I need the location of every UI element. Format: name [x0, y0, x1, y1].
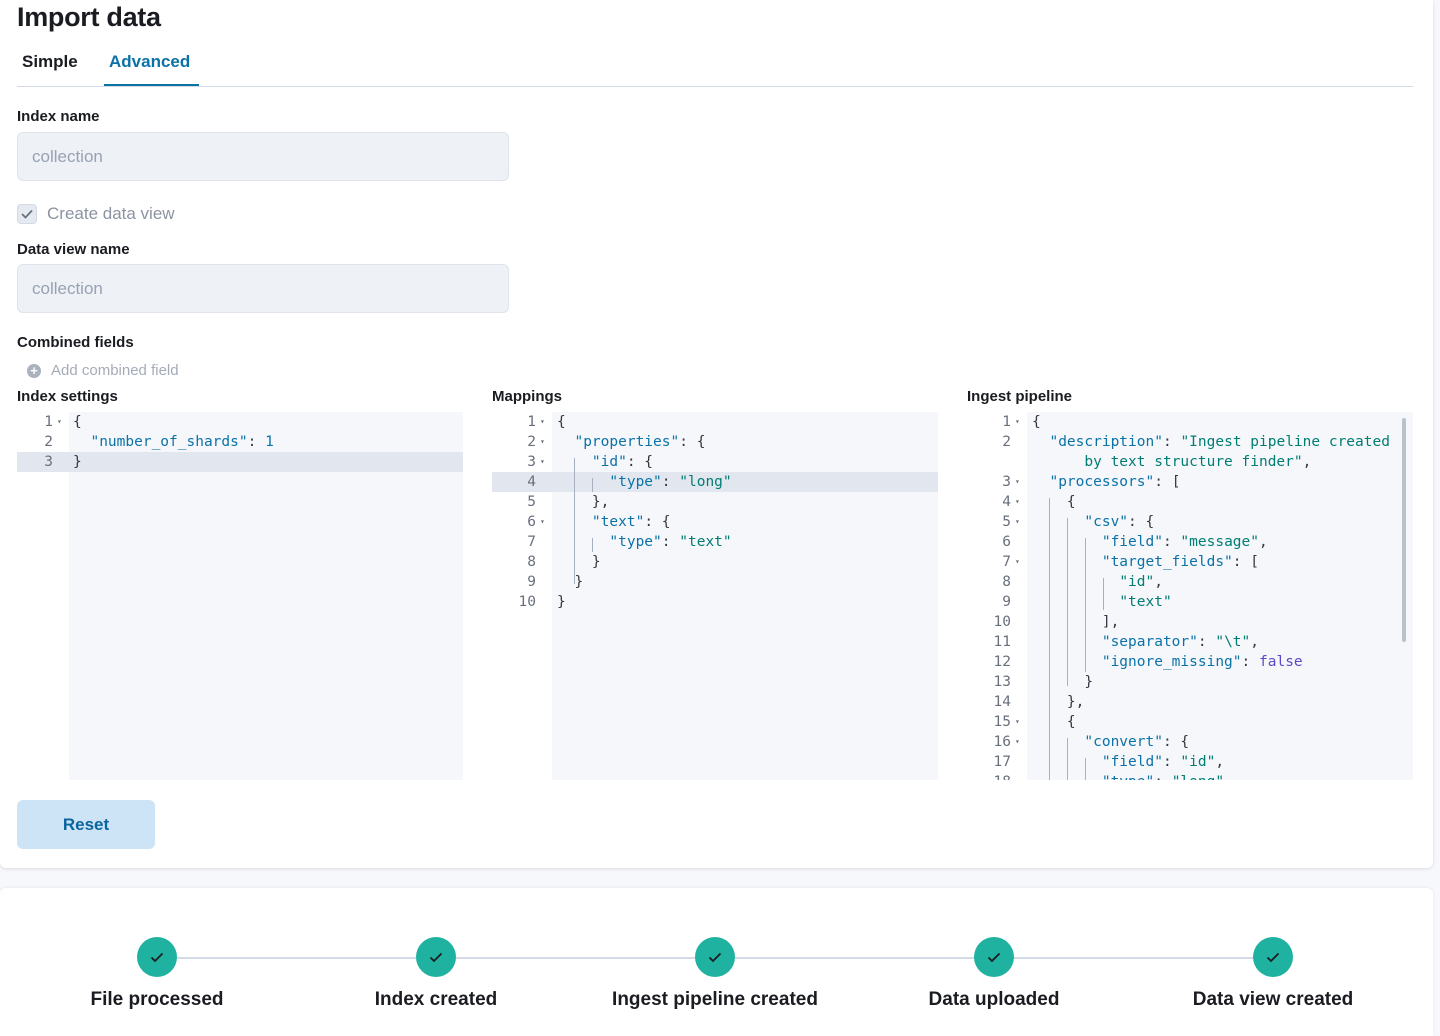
fold-arrow-icon[interactable]: ▾: [1015, 417, 1020, 426]
step-label: File processed: [90, 989, 224, 1010]
import-panel: Import data Simple Advanced Index name c…: [17, 2, 1413, 849]
step-data-view-created: Data view created: [1143, 937, 1403, 1011]
plus-circle-icon: +: [27, 363, 41, 378]
mappings-editor[interactable]: 1▾{ 2▾ "properties": { 3▾ "id": { 4 "typ…: [492, 412, 938, 780]
data-view-name-input[interactable]: collection: [17, 264, 509, 313]
step-index-created: Index created: [306, 937, 566, 1011]
editor-gutter: [17, 412, 69, 780]
step-complete-indicator: [1253, 937, 1293, 977]
check-icon: [21, 209, 33, 219]
step-complete-indicator: [137, 937, 177, 977]
create-data-view-row[interactable]: Create data view: [17, 204, 175, 224]
fold-arrow-icon[interactable]: ▾: [540, 417, 545, 426]
mappings-label: Mappings: [492, 388, 562, 405]
indent-guide: [592, 538, 593, 552]
add-combined-field-button[interactable]: + Add combined field: [27, 362, 179, 379]
fold-arrow-icon[interactable]: ▾: [1015, 557, 1020, 566]
index-settings-label: Index settings: [17, 388, 118, 405]
check-icon: [708, 952, 722, 962]
fold-arrow-icon[interactable]: ▾: [1015, 477, 1020, 486]
indent-guide: [1049, 498, 1050, 780]
fold-arrow-icon[interactable]: ▾: [1015, 717, 1020, 726]
create-data-view-checkbox[interactable]: [17, 204, 37, 224]
import-progress-steps: File processed Index created Ingest pipe…: [0, 888, 1433, 1036]
fold-arrow-icon[interactable]: ▾: [57, 417, 62, 426]
index-settings-editor[interactable]: 1▾{ 2 "number_of_shards": 1 3}: [17, 412, 463, 780]
fold-arrow-icon[interactable]: ▾: [1015, 497, 1020, 506]
check-icon: [150, 952, 164, 962]
indent-guide: [1085, 758, 1086, 780]
tab-bar: Simple Advanced: [17, 40, 1413, 87]
ingest-pipeline-label: Ingest pipeline: [967, 388, 1073, 405]
tab-advanced[interactable]: Advanced: [109, 52, 191, 71]
indent-guide: [1085, 538, 1086, 672]
check-icon: [1266, 952, 1280, 962]
step-label: Index created: [374, 989, 498, 1010]
combined-fields-label: Combined fields: [17, 334, 134, 351]
fold-arrow-icon[interactable]: ▾: [540, 457, 545, 466]
pipeline-scrollbar[interactable]: [1402, 418, 1406, 642]
indent-guide: [1067, 738, 1068, 780]
step-complete-indicator: [416, 937, 456, 977]
check-icon: [987, 952, 1001, 962]
ingest-pipeline-editor[interactable]: 1▾{ 2 "description": "Ingest pipeline cr…: [967, 412, 1413, 780]
add-combined-field-label: Add combined field: [51, 362, 179, 379]
step-complete-indicator: [695, 937, 735, 977]
editor-code-area[interactable]: [69, 412, 463, 780]
step-complete-indicator: [974, 937, 1014, 977]
step-label: Data view created: [1192, 989, 1354, 1010]
step-data-uploaded: Data uploaded: [864, 937, 1124, 1011]
index-name-label: Index name: [17, 108, 100, 125]
indent-guide: [574, 458, 575, 584]
indent-guide: [592, 478, 593, 492]
step-ingest-pipeline-created: Ingest pipeline created: [585, 937, 845, 1011]
editor-gutter: [967, 412, 1027, 780]
fold-arrow-icon[interactable]: ▾: [1015, 517, 1020, 526]
reset-button[interactable]: Reset: [17, 800, 155, 849]
step-label: Data uploaded: [928, 989, 1060, 1010]
page-title: Import data: [17, 2, 161, 32]
step-file-processed: File processed: [27, 937, 287, 1011]
indent-guide: [1103, 578, 1104, 610]
index-name-input[interactable]: collection: [17, 132, 509, 181]
create-data-view-label: Create data view: [47, 204, 175, 223]
fold-arrow-icon[interactable]: ▾: [1015, 737, 1020, 746]
data-view-name-label: Data view name: [17, 241, 130, 258]
check-icon: [429, 952, 443, 962]
step-label: Ingest pipeline created: [612, 989, 818, 1010]
active-tab-indicator: [104, 84, 199, 86]
fold-arrow-icon[interactable]: ▾: [540, 437, 545, 446]
indent-guide: [1067, 518, 1068, 686]
fold-arrow-icon[interactable]: ▾: [540, 517, 545, 526]
editor-code-area[interactable]: [1027, 412, 1413, 780]
tab-simple[interactable]: Simple: [22, 52, 78, 71]
